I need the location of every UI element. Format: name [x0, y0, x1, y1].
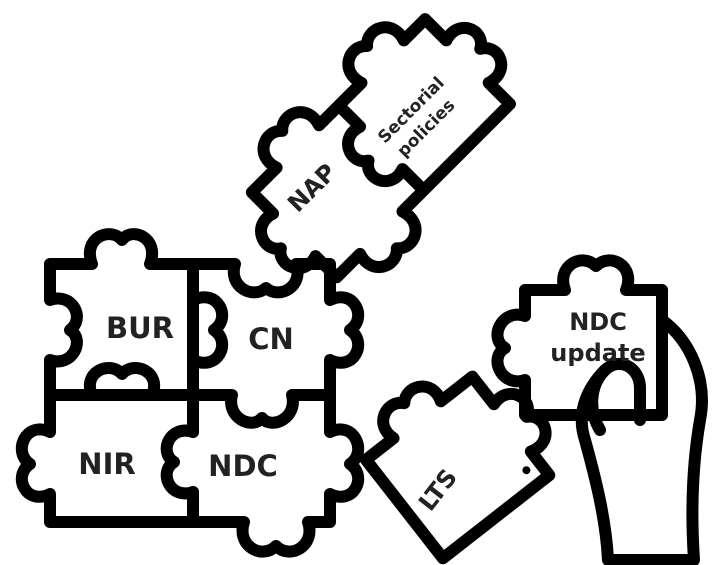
label-ndc-update-line1: NDC — [569, 308, 627, 336]
puzzle-piece-lts — [359, 370, 556, 565]
label-nap: NAP — [282, 158, 342, 218]
puzzle-piece-cn — [187, 258, 365, 429]
label-lts: LTS — [413, 464, 463, 517]
label-cn: CN — [248, 322, 294, 356]
piece-dot — [522, 466, 531, 475]
puzzle-piece-ndc-update — [491, 254, 668, 421]
puzzle-piece-nir — [15, 389, 199, 528]
puzzle-piece-sectorial-policies — [332, 13, 516, 197]
hand-thumb — [586, 364, 611, 436]
label-ndc: NDC — [208, 449, 278, 483]
puzzle-piece-ndc — [187, 389, 365, 558]
label-ndc-update-line2: update — [550, 339, 645, 367]
label-bur: BUR — [106, 311, 174, 345]
label-nir: NIR — [78, 447, 135, 481]
